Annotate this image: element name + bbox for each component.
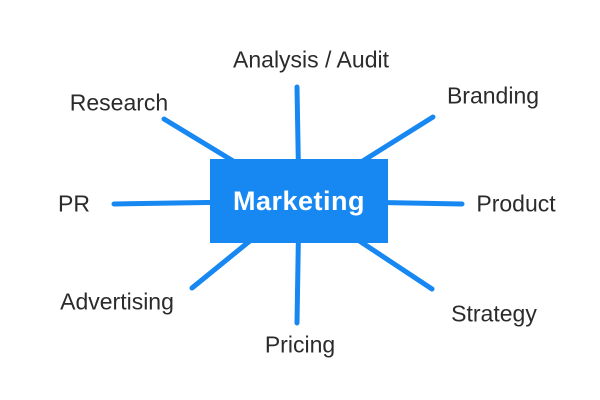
node-label-pr: PR: [58, 190, 90, 217]
node-label-analysis-audit: Analysis / Audit: [233, 46, 389, 73]
center-node-label: Marketing: [232, 185, 366, 216]
node-label-strategy: Strategy: [451, 300, 537, 327]
node-label-advertising: Advertising: [60, 288, 174, 315]
node-label-research: Research: [69, 89, 169, 116]
node-label-product: Product: [476, 190, 556, 217]
center-node-marketing: Marketing: [210, 159, 388, 243]
node-label-branding: Branding: [446, 82, 540, 109]
node-label-pricing: Pricing: [264, 331, 336, 358]
